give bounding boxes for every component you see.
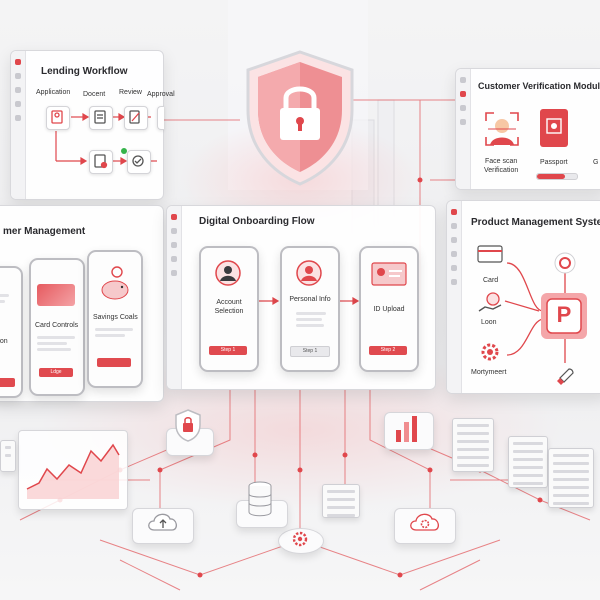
product-hub-p-icon: P <box>556 302 572 327</box>
onboarding-screen-id-upload[interactable]: ID Upload Step 2 <box>359 246 419 372</box>
rocket-icon <box>557 368 574 385</box>
passport-label: Passport <box>540 159 568 166</box>
id-card-icon <box>371 262 407 286</box>
step-button[interactable]: Step 2 <box>369 346 407 355</box>
panel-sidebar <box>167 206 182 389</box>
step-label-docent: Docent <box>83 91 106 98</box>
credit-card-icon <box>37 284 75 306</box>
screen-label: Account Selection <box>214 299 244 315</box>
panel-title: Digital Onboarding Flow <box>199 216 315 227</box>
server-box-center <box>322 484 360 518</box>
application-doc-icon[interactable] <box>46 106 70 130</box>
shield-lock-icon <box>246 50 354 186</box>
person-icon <box>296 260 322 286</box>
panel-sidebar <box>447 201 462 393</box>
server-rack-icon <box>508 436 548 488</box>
database-icon <box>248 481 272 517</box>
product-management-panel: Product Management System P Card Loon Mo… <box>446 200 600 394</box>
card-icon <box>477 245 503 263</box>
review-edit-icon[interactable] <box>124 106 148 130</box>
side-node-left <box>0 440 16 472</box>
onboarding-screen-account[interactable]: Account Selection Step 1 <box>199 246 259 372</box>
step-label-approval: Approval <box>147 91 175 98</box>
step-button[interactable]: Step 1 <box>290 346 330 357</box>
passport-icon <box>540 109 568 147</box>
product-item-label: Mortymeert <box>471 369 507 376</box>
mgmt-phone-savings[interactable]: Savings Coals <box>87 250 143 388</box>
form-icon[interactable] <box>89 150 113 174</box>
step-label-review: Review <box>119 89 142 96</box>
lending-icon-glyphs <box>51 110 144 169</box>
card-label: ection <box>0 338 8 345</box>
onboarding-screen-personal[interactable]: Personal Info Step 1 <box>280 246 340 372</box>
panel-title: Lending Workflow <box>41 66 128 77</box>
panel-title: Customer Verification Module <box>478 81 600 91</box>
customer-management-panel: mer Management ection Card Controls Ldge… <box>0 205 164 402</box>
panel-title: Product Management System <box>471 217 600 228</box>
screen-label: Personal Info <box>289 296 331 303</box>
phone-button[interactable]: Ldge <box>39 368 73 377</box>
check-flow-icon[interactable] <box>127 150 151 174</box>
cut-label: G <box>593 159 599 166</box>
product-item-label: Card <box>483 277 499 284</box>
mgmt-phone-card-controls[interactable]: Card Controls Ldge <box>29 258 85 396</box>
server-rack-icon <box>452 418 494 472</box>
padlock-icon <box>175 409 201 442</box>
panel-sidebar <box>11 51 26 199</box>
screen-label: ID Upload <box>373 306 405 313</box>
loan-icon <box>478 292 502 312</box>
card-label: Card Controls <box>35 322 79 329</box>
piggy-bank-icon <box>101 266 129 300</box>
customer-verification-panel: Customer Verification Module Face scan V… <box>455 68 600 190</box>
panel-title: mer Management <box>3 226 86 237</box>
verification-progress-fill <box>537 174 565 179</box>
user-avatar-icon <box>215 260 241 286</box>
approval-check-icon[interactable] <box>157 106 164 130</box>
face-scan-label: Face scan Verification <box>484 158 519 174</box>
digital-onboarding-panel: Digital Onboarding Flow Account Selectio… <box>166 205 436 390</box>
card-label: Savings Coals <box>93 314 138 321</box>
cloud-upload-icon <box>148 513 177 531</box>
server-rack-icon <box>548 448 594 508</box>
bar-chart-icon <box>396 416 417 442</box>
product-item-label: Loon <box>481 319 497 326</box>
lending-workflow-panel: Lending Workflow Application Docent Revi… <box>10 50 175 200</box>
verification-progress-bar <box>536 173 578 180</box>
product-flow <box>504 252 587 363</box>
phone-button[interactable] <box>0 378 15 387</box>
phone-button[interactable] <box>97 358 131 367</box>
cloud-gear-icon <box>410 513 439 531</box>
gear-icon <box>481 343 499 361</box>
line-chart-monitor <box>18 430 128 510</box>
panel-sidebar <box>456 69 471 189</box>
mgmt-phone-1[interactable]: ection <box>0 266 23 398</box>
line-chart-graphic <box>26 443 120 499</box>
gear-node-icon <box>292 531 308 547</box>
face-scan-icon <box>485 112 519 146</box>
step-button[interactable]: Step 1 <box>209 346 247 355</box>
step-label-application: Application <box>36 89 71 96</box>
